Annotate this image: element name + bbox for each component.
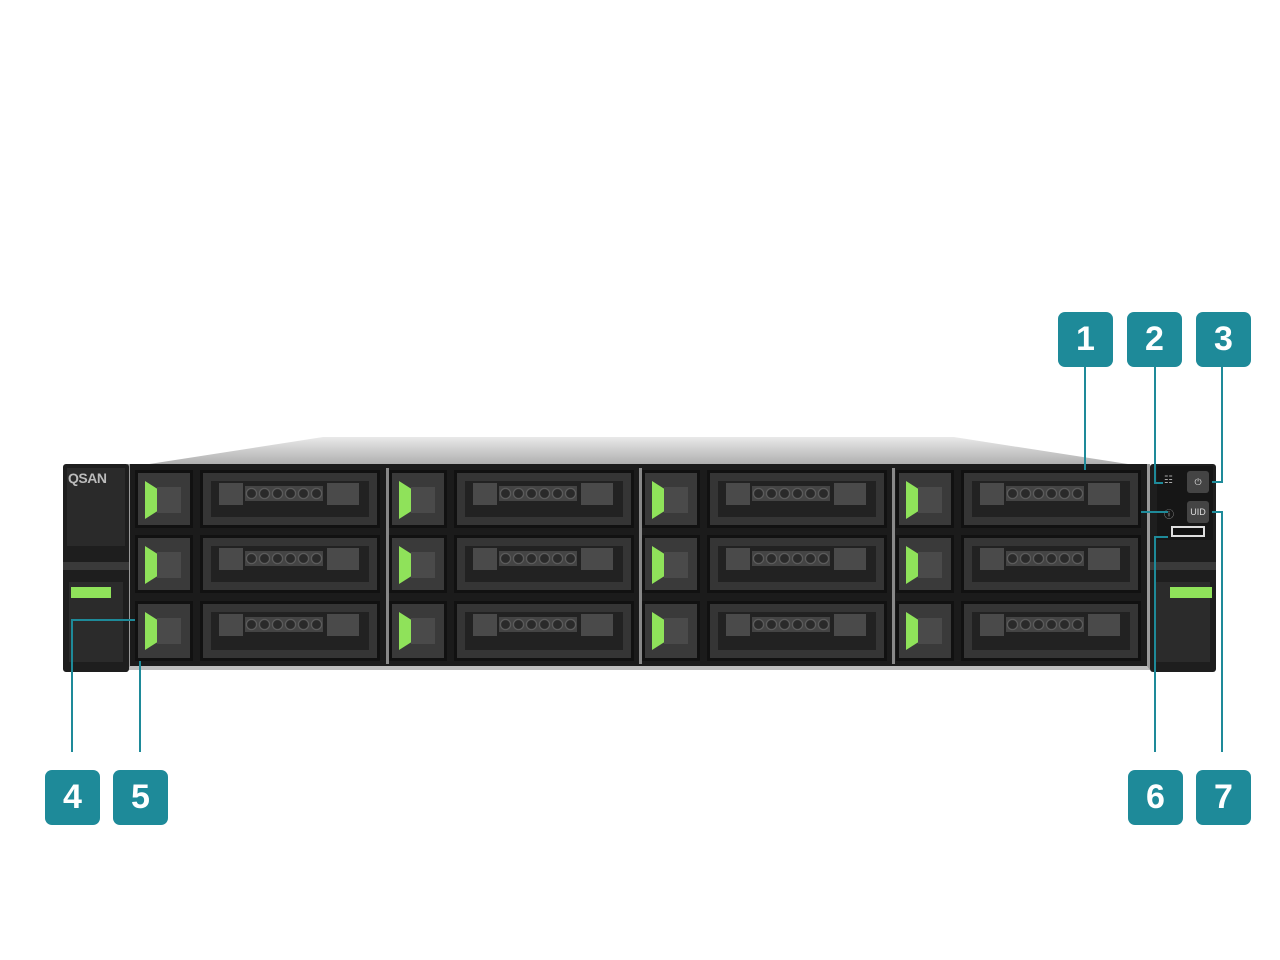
tray-latch[interactable] [135,535,193,593]
callout-line-7 [1212,511,1223,752]
callout-badge-3: 3 [1196,312,1251,367]
callout-line-2 [1154,367,1163,484]
drive-tray-12[interactable] [896,601,1142,661]
drive-led [906,612,918,650]
callout-badge-4: 4 [45,770,100,825]
tray-latch[interactable] [642,535,700,593]
tray-handle[interactable] [707,470,887,528]
drive-led [145,612,157,650]
tray-latch[interactable] [135,601,193,661]
vent-holes [499,486,577,501]
tray-latch[interactable] [389,601,447,661]
tray-latch[interactable] [896,470,954,528]
tray-handle[interactable] [707,535,887,593]
callout-line-3 [1212,367,1223,483]
right-ear-status-bar [1170,587,1212,598]
drive-led [399,612,411,650]
brand-logo: QSAN [68,470,107,486]
tray-handle[interactable] [454,470,634,528]
vent-holes [499,617,577,632]
callout-badge-7: 7 [1196,770,1251,825]
drive-led [906,481,918,519]
bay-divider [386,468,389,664]
drive-tray-8[interactable] [896,535,1142,593]
drive-tray-3[interactable] [642,470,888,528]
uid-button[interactable]: UID [1187,501,1209,523]
tray-handle[interactable] [200,535,380,593]
tray-latch[interactable] [896,601,954,661]
callout-badge-6: 6 [1128,770,1183,825]
drive-led [399,481,411,519]
tray-handle[interactable] [200,470,380,528]
left-ear-status-bar [71,587,111,598]
tray-latch[interactable] [389,470,447,528]
drive-led [145,481,157,519]
drive-tray-7[interactable] [642,535,888,593]
tray-handle[interactable] [961,470,1141,528]
bay-divider [639,468,642,664]
vent-holes [245,486,323,501]
vent-holes [752,617,830,632]
drive-led [652,481,664,519]
drive-led [652,546,664,584]
vent-holes [245,551,323,566]
vent-holes [1006,486,1084,501]
vent-holes [752,486,830,501]
power-button[interactable]: ⏻ [1187,471,1209,493]
drive-tray-1[interactable] [135,470,381,528]
drive-led [145,546,157,584]
callout-line-6 [1154,536,1168,752]
chassis-top [130,437,1147,467]
drive-tray-2[interactable] [389,470,635,528]
callout-badge-1: 1 [1058,312,1113,367]
drive-led [399,546,411,584]
drive-tray-4[interactable] [896,470,1142,528]
tray-handle[interactable] [454,535,634,593]
vent-holes [752,551,830,566]
tray-handle[interactable] [961,535,1141,593]
system-status-led-icon: ⓘ [1164,510,1174,521]
tray-latch[interactable] [389,535,447,593]
vent-holes [1006,551,1084,566]
vent-holes [499,551,577,566]
drive-tray-5[interactable] [135,535,381,593]
tray-latch[interactable] [642,470,700,528]
vent-holes [245,617,323,632]
drive-tray-9[interactable] [135,601,381,661]
usb-port[interactable] [1171,526,1205,537]
drive-tray-10[interactable] [389,601,635,661]
power-icon: ⏻ [1194,476,1202,487]
tray-latch[interactable] [896,535,954,593]
control-panel: ☷ ⓘ ⏻ UID [1157,466,1213,540]
tray-latch[interactable] [642,601,700,661]
network-led-icon: ☷ [1164,475,1173,486]
drive-led [906,546,918,584]
callout-line-4 [71,619,140,752]
tray-handle[interactable] [200,601,380,661]
drive-tray-11[interactable] [642,601,888,661]
tray-handle[interactable] [454,601,634,661]
callout-badge-2: 2 [1127,312,1182,367]
drive-tray-6[interactable] [389,535,635,593]
callout-badge-5: 5 [113,770,168,825]
vent-holes [1006,617,1084,632]
tray-handle[interactable] [961,601,1141,661]
tray-latch[interactable] [135,470,193,528]
tray-handle[interactable] [707,601,887,661]
drive-led [652,612,664,650]
left-ear: QSAN [63,464,129,672]
bay-divider [892,468,895,664]
